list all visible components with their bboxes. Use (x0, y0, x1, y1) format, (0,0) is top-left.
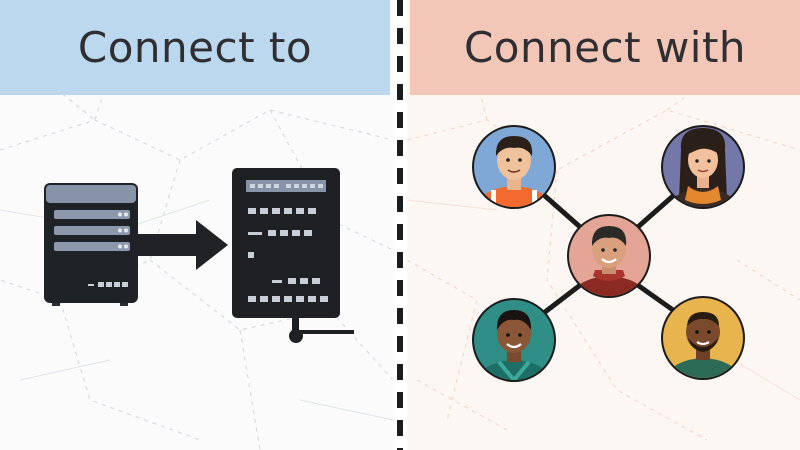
person-avatar-top-left (472, 125, 556, 209)
server-icon (44, 183, 138, 306)
connection-lines (542, 193, 676, 315)
left-panel: Connect to (0, 0, 393, 450)
terminal-device-icon (232, 168, 354, 343)
people-network-illustration (472, 125, 745, 382)
person-avatar-top-right (661, 125, 745, 209)
connect-to-banner: Connect to (0, 0, 390, 95)
person-avatar-bottom-right (661, 296, 745, 380)
right-panel: Connect with (407, 0, 800, 450)
connect-with-banner: Connect with (410, 0, 800, 95)
device-connection-illustration (44, 168, 354, 343)
connect-to-title: Connect to (77, 23, 313, 72)
connect-with-title: Connect with (463, 23, 747, 72)
arrow-right-icon (138, 220, 228, 270)
dashed-divider (397, 0, 403, 450)
person-avatar-bottom-left (472, 298, 556, 382)
person-avatar-center (567, 214, 651, 298)
